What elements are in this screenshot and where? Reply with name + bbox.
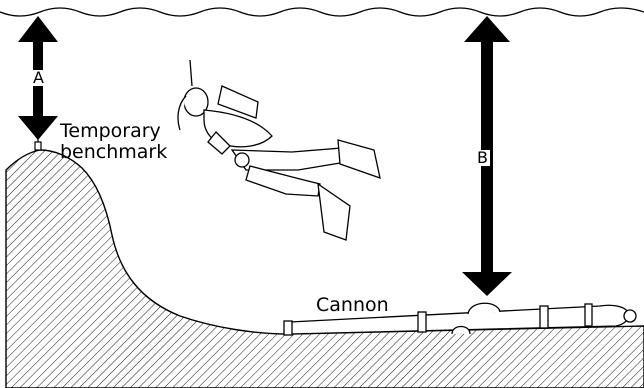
benchmark-label-line2: benchmark — [60, 141, 168, 163]
cannon — [283, 302, 637, 336]
diver — [177, 59, 381, 241]
cannon-label: Cannon — [316, 294, 389, 316]
distance-label-b: B — [475, 148, 490, 167]
seabed — [5, 149, 644, 388]
benchmark-label-line1: Temporary — [60, 120, 161, 142]
distance-label-a: A — [31, 68, 46, 87]
water-surface — [0, 7, 644, 17]
benchmark-label: Temporary benchmark — [60, 121, 167, 163]
